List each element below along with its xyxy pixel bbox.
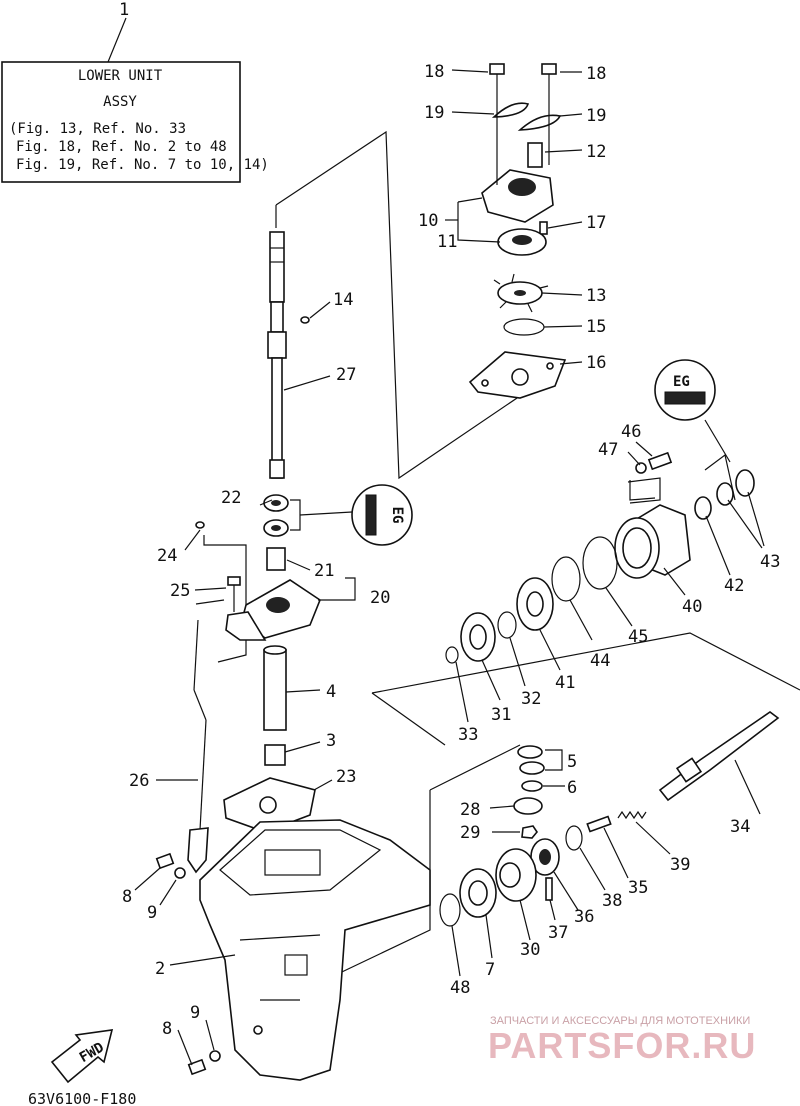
callout-17: 17 bbox=[586, 213, 606, 233]
title-line-1: LOWER UNIT bbox=[78, 68, 163, 84]
seal-mark-top: EG bbox=[673, 374, 690, 390]
callout-44: 44 bbox=[590, 651, 610, 671]
callout-13: 13 bbox=[586, 286, 606, 306]
watermark-tagline: ЗАПЧАСТИ И АКСЕССУАРЫ ДЛЯ МОТОТЕХНИКИ bbox=[490, 1015, 750, 1027]
title-line-5: Fig. 19, Ref. No. 7 to 10, 14) bbox=[16, 157, 269, 173]
callout-6: 6 bbox=[567, 778, 577, 798]
callout-27: 27 bbox=[336, 365, 356, 385]
callout-5: 5 bbox=[567, 752, 577, 772]
callout-3: 3 bbox=[326, 731, 336, 751]
key-14 bbox=[300, 316, 310, 324]
callout-23: 23 bbox=[336, 767, 356, 787]
part-code: 63V6100-F180 bbox=[28, 1090, 136, 1106]
propeller-shaft-34 bbox=[658, 711, 780, 802]
callout-10: 10 bbox=[418, 211, 438, 231]
screws-washers bbox=[155, 852, 221, 1076]
callout-16: 16 bbox=[586, 353, 606, 373]
callout-19a: 19 bbox=[424, 103, 444, 123]
callout-8b: 8 bbox=[162, 1019, 172, 1039]
callout-42: 42 bbox=[724, 576, 744, 596]
callout-7: 7 bbox=[485, 960, 495, 980]
callout-39: 39 bbox=[670, 855, 690, 875]
callout-15: 15 bbox=[586, 317, 606, 337]
callout-18a: 18 bbox=[424, 62, 444, 82]
lower-casing-2 bbox=[199, 819, 431, 1081]
o-ring-15 bbox=[503, 318, 545, 336]
callout-41: 41 bbox=[555, 673, 575, 693]
callout-8a: 8 bbox=[122, 887, 132, 907]
liner-12 bbox=[527, 142, 543, 168]
seal-mark-left: EG bbox=[389, 507, 405, 524]
callout-28: 28 bbox=[460, 800, 480, 820]
grommet-3 bbox=[264, 744, 286, 766]
callout-48: 48 bbox=[450, 978, 470, 998]
callout-9a: 9 bbox=[147, 903, 157, 923]
callout-46: 46 bbox=[621, 422, 641, 442]
callout-22: 22 bbox=[221, 488, 241, 508]
shift-rod-26 bbox=[187, 619, 209, 874]
pin-17 bbox=[539, 221, 548, 235]
callout-37: 37 bbox=[548, 923, 568, 943]
callout-1: 1 bbox=[119, 0, 129, 20]
callout-11: 11 bbox=[437, 232, 457, 252]
water-pump-parts bbox=[468, 63, 567, 399]
callout-31: 31 bbox=[491, 705, 511, 725]
watermark-brand: PARTSFOR.RU bbox=[488, 1025, 756, 1066]
callout-33: 33 bbox=[458, 725, 478, 745]
callout-4: 4 bbox=[326, 682, 336, 702]
pump-housing-10 bbox=[481, 169, 554, 223]
callout-20: 20 bbox=[370, 588, 390, 608]
leader-lines bbox=[134, 69, 765, 1066]
callout-2: 2 bbox=[155, 959, 165, 979]
callout-9b: 9 bbox=[190, 1003, 200, 1023]
seal-detail-inset: EG bbox=[263, 484, 413, 546]
callout-47: 47 bbox=[598, 440, 618, 460]
callout-35: 35 bbox=[628, 878, 648, 898]
prop-shaft-group: EG bbox=[439, 359, 780, 927]
callout-32: 32 bbox=[521, 689, 541, 709]
fwd-arrow-icon: FWD bbox=[50, 1029, 114, 1084]
bearing-housing-40 bbox=[614, 504, 691, 579]
callout-25: 25 bbox=[170, 581, 190, 601]
callout-14: 14 bbox=[333, 290, 353, 310]
water-tube-4 bbox=[263, 649, 287, 731]
callout-45: 45 bbox=[628, 627, 648, 647]
callout-12: 12 bbox=[586, 142, 606, 162]
bushing-21 bbox=[266, 547, 286, 571]
title-line-2: ASSY bbox=[103, 94, 137, 110]
callout-numbers: 18 18 19 19 12 10 17 11 13 15 16 14 27 2… bbox=[122, 62, 780, 1039]
callout-38: 38 bbox=[602, 891, 622, 911]
title-line-4: Fig. 18, Ref. No. 2 to 48 bbox=[16, 139, 227, 155]
bolt-18b bbox=[541, 63, 557, 100]
watermark: ЗАПЧАСТИ И АКСЕССУАРЫ ДЛЯ МОТОТЕХНИКИ PA… bbox=[488, 1015, 756, 1066]
callout-36: 36 bbox=[574, 907, 594, 927]
callout-19b: 19 bbox=[586, 106, 606, 126]
callout-43: 43 bbox=[760, 552, 780, 572]
callout-21: 21 bbox=[314, 561, 334, 581]
title-line-3: (Fig. 13, Ref. No. 33 bbox=[9, 121, 186, 137]
callout-26: 26 bbox=[129, 771, 149, 791]
callout-18b: 18 bbox=[586, 64, 606, 84]
callout-40: 40 bbox=[682, 597, 702, 617]
title-box: 1 LOWER UNIT ASSY (Fig. 13, Ref. No. 33 … bbox=[1, 0, 269, 183]
impeller-13 bbox=[493, 273, 549, 313]
callout-24: 24 bbox=[157, 546, 177, 566]
bolt-18a bbox=[489, 63, 505, 100]
callout-34: 34 bbox=[730, 817, 750, 837]
callout-30: 30 bbox=[520, 940, 540, 960]
drive-shaft-27 bbox=[267, 231, 310, 479]
upper-housing-parts bbox=[195, 521, 321, 833]
callout-29: 29 bbox=[460, 823, 480, 843]
